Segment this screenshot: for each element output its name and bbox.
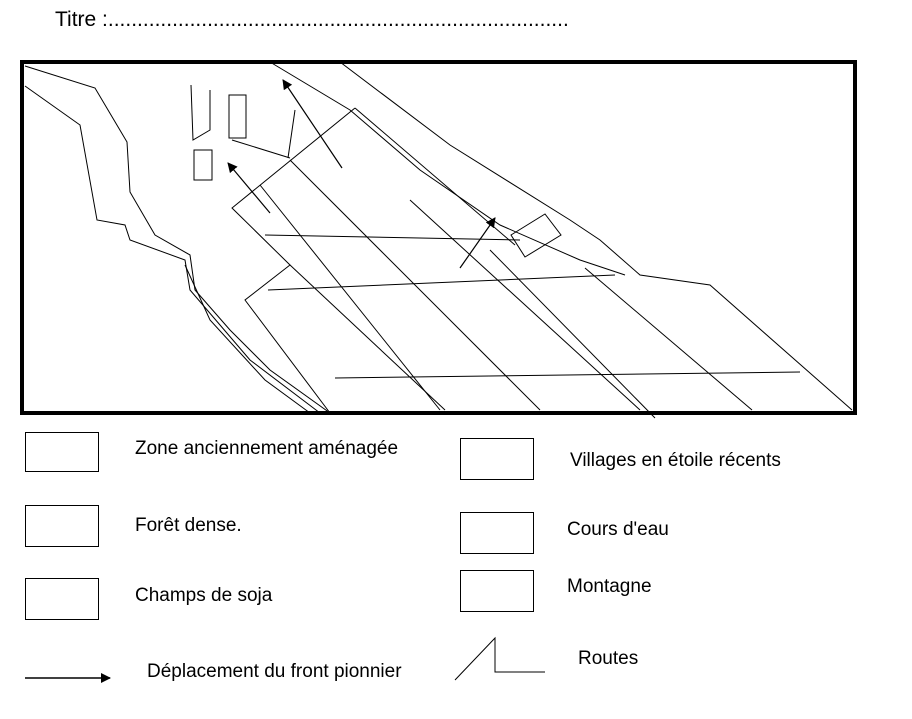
legend-swatch-river <box>460 512 534 554</box>
page-title: Titre :.................................… <box>55 8 569 31</box>
village-3 <box>510 213 562 258</box>
legend-label-forest: Forêt dense. <box>135 515 242 536</box>
road-upper <box>190 84 211 141</box>
road-to-village <box>231 139 291 159</box>
field-diagonal-4 <box>289 264 446 411</box>
river-line-outer <box>24 65 331 414</box>
legend-label-mountain: Montagne <box>567 576 652 597</box>
field-diagonal-7 <box>584 267 753 411</box>
legend-swatch-old-zone <box>25 432 99 472</box>
river-line-inner <box>24 85 321 414</box>
river-line-lower <box>184 264 311 414</box>
field-diagonal-2 <box>289 159 541 411</box>
field-diagonal-3 <box>259 184 441 411</box>
field-road-2 <box>267 274 616 291</box>
legend-label-front: Déplacement du front pionnier <box>147 661 402 682</box>
legend-swatch-soy <box>25 578 99 620</box>
village-2 <box>193 149 213 181</box>
field-road-1 <box>264 234 521 241</box>
map-frame <box>20 60 857 415</box>
front-arrow-2 <box>227 162 271 214</box>
mountain-ridge <box>269 61 626 276</box>
legend-swatch-forest <box>25 505 99 547</box>
field-diagonal-6 <box>489 249 656 419</box>
road-junction <box>287 109 296 159</box>
legend-label-soy: Champs de soja <box>135 585 273 606</box>
legend-swatch-villages <box>460 438 534 480</box>
village-1 <box>228 94 247 139</box>
legend-label-roads: Routes <box>578 648 639 669</box>
field-diagonal-5 <box>409 199 641 411</box>
legend-label-villages: Villages en étoile récents <box>570 450 781 471</box>
field-outline <box>231 107 356 414</box>
legend-label-old-zone: Zone anciennement aménagée <box>135 438 399 459</box>
road-icon <box>454 636 545 681</box>
front-arrow-1 <box>282 79 343 169</box>
field-road-3 <box>334 371 801 379</box>
legend-label-river: Cours d'eau <box>567 519 669 540</box>
mountain-outline <box>339 61 853 411</box>
front-arrow-3 <box>459 217 496 269</box>
legend-swatch-mountain <box>460 570 534 612</box>
